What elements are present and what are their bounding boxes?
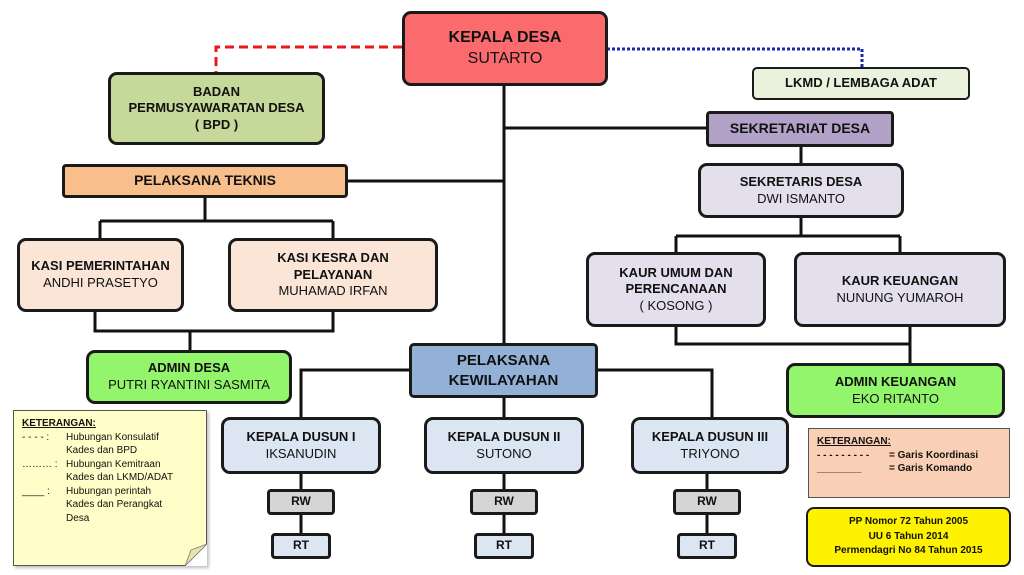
legend-left-text-3b: Kades dan Perangkat	[66, 499, 163, 510]
legend-left-key-2: ……… :	[22, 458, 58, 470]
legend-left-title: KETERANGAN:	[22, 418, 96, 429]
rt-2-box[interactable]: RT	[474, 533, 534, 559]
kepala-desa-box[interactable]: KEPALA DESA SUTARTO	[402, 11, 608, 86]
kasi-kesra-box[interactable]: KASI KESRA DAN PELAYANAN MUHAMAD IRFAN	[228, 238, 438, 312]
kepala-dusun-1-box[interactable]: KEPALA DUSUN I IKSANUDIN	[221, 417, 381, 474]
legend-right-item-2: ________ = Garis Komando	[817, 462, 1001, 476]
legend-left-key-1: - - - - :	[22, 431, 50, 443]
komando-lines	[93, 86, 912, 533]
sekretaris-title: SEKRETARIS DESA	[739, 173, 863, 189]
rw-1-box[interactable]: RW	[267, 489, 335, 515]
rw-2-box[interactable]: RW	[470, 489, 538, 515]
kaur-umum-box[interactable]: KAUR UMUM DAN PERENCANAAN ( KOSONG )	[586, 252, 766, 327]
legend-right-key-2: ________	[817, 463, 862, 474]
regulation-line2: UU 6 Tahun 2014	[868, 530, 949, 542]
pelaksana-teknis-box[interactable]: PELAKSANA TEKNIS	[62, 164, 348, 198]
pelaksana-teknis-label: PELAKSANA TEKNIS	[134, 172, 276, 189]
legend-left-text-1a: Hubungan Konsulatif	[66, 431, 159, 443]
page-curl-icon	[185, 544, 207, 566]
legend-left-text-1b: Kades dan BPD	[66, 445, 138, 456]
kepala-dusun-3-name: TRIYONO	[680, 445, 740, 461]
kepala-dusun-2-title: KEPALA DUSUN II	[447, 428, 561, 444]
legend-left: KETERANGAN: - - - - : Hubungan Konsulati…	[13, 410, 207, 566]
pelaksana-kewilayahan-line1: PELAKSANA	[456, 352, 551, 370]
admin-desa-title: ADMIN DESA	[147, 360, 231, 376]
legend-right-item-1: - - - - - - - - - = Garis Koordinasi	[817, 449, 1001, 463]
rt-2-label: RT	[496, 538, 512, 553]
kasi-pemerintahan-title: KASI PEMERINTAHAN	[31, 258, 170, 274]
legend-right-label-2: = Garis Komando	[889, 463, 973, 474]
legend-left-key-3: ____ :	[22, 485, 50, 497]
kepala-dusun-1-name: IKSANUDIN	[265, 445, 337, 461]
kepala-dusun-3-box[interactable]: KEPALA DUSUN III TRIYONO	[631, 417, 789, 474]
rt-1-label: RT	[293, 538, 309, 553]
admin-desa-box[interactable]: ADMIN DESA PUTRI RYANTINI SASMITA	[86, 350, 292, 404]
bpd-line3: ( BPD )	[194, 116, 239, 132]
kepala-dusun-2-box[interactable]: KEPALA DUSUN II SUTONO	[424, 417, 584, 474]
kepala-dusun-1-title: KEPALA DUSUN I	[246, 428, 356, 444]
kemitraan-line	[607, 47, 864, 67]
lkmd-label: LKMD / LEMBAGA ADAT	[785, 75, 937, 91]
kaur-keuangan-name: NUNUNG YUMAROH	[836, 289, 964, 305]
legend-left-text-2a: Hubungan Kemitraan	[66, 458, 161, 470]
legend-right: KETERANGAN: - - - - - - - - - = Garis Ko…	[808, 428, 1010, 498]
legend-right-key-1: - - - - - - - - -	[817, 449, 870, 461]
bpd-box[interactable]: BADAN PERMUSYAWARATAN DESA ( BPD )	[108, 72, 325, 145]
regulation-line3: Permendagri No 84 Tahun 2015	[834, 545, 983, 557]
legend-right-label-1: = Garis Koordinasi	[889, 449, 979, 461]
admin-keuangan-name: EKO RITANTO	[852, 390, 939, 406]
kasi-kesra-name: MUHAMAD IRFAN	[278, 283, 388, 299]
kepala-desa-title: KEPALA DESA	[448, 29, 562, 47]
kaur-keuangan-title: KAUR KEUANGAN	[841, 272, 959, 288]
bpd-line1: BADAN	[193, 83, 240, 99]
legend-left-text-2b: Kades dan LKMD/ADAT	[66, 472, 174, 483]
kasi-pemerintahan-name: ANDHI PRASETYO	[43, 275, 158, 290]
konsultatif-line	[214, 45, 402, 72]
kepala-desa-name: SUTARTO	[467, 49, 543, 67]
regulation-line1: PP Nomor 72 Tahun 2005	[848, 516, 969, 528]
rt-3-box[interactable]: RT	[677, 533, 737, 559]
kaur-umum-title2: PERENCANAAN	[625, 281, 727, 297]
admin-desa-name: PUTRI RYANTINI SASMITA	[108, 377, 270, 392]
sekretaris-box[interactable]: SEKRETARIS DESA DWI ISMANTO	[698, 163, 904, 218]
admin-keuangan-box[interactable]: ADMIN KEUANGAN EKO RITANTO	[786, 363, 1005, 418]
sekretariat-box[interactable]: SEKRETARIAT DESA	[706, 111, 894, 147]
kaur-keuangan-box[interactable]: KAUR KEUANGAN NUNUNG YUMAROH	[794, 252, 1006, 327]
kepala-dusun-2-name: SUTONO	[476, 445, 532, 461]
legend-right-title: KETERANGAN:	[817, 436, 891, 447]
rw-3-label: RW	[697, 494, 717, 509]
admin-keuangan-title: ADMIN KEUANGAN	[834, 373, 957, 389]
rt-1-box[interactable]: RT	[271, 533, 331, 559]
sekretariat-label: SEKRETARIAT DESA	[729, 120, 871, 137]
rt-3-label: RT	[699, 538, 715, 553]
kaur-umum-title1: KAUR UMUM DAN	[619, 264, 733, 280]
pelaksana-kewilayahan-line2: KEWILAYAHAN	[448, 371, 559, 389]
rw-1-label: RW	[291, 494, 311, 509]
bpd-line2: PERMUSYAWARATAN DESA	[128, 100, 305, 116]
kasi-kesra-title2: PELAYANAN	[293, 266, 373, 282]
regulation-box: PP Nomor 72 Tahun 2005 UU 6 Tahun 2014 P…	[806, 507, 1011, 567]
kaur-umum-name: ( KOSONG )	[639, 297, 713, 313]
rw-2-label: RW	[494, 494, 514, 509]
kepala-dusun-3-title: KEPALA DUSUN III	[651, 428, 769, 444]
sekretaris-name: DWI ISMANTO	[757, 190, 845, 206]
legend-left-text-3a: Hubungan perintah	[66, 485, 152, 497]
rw-3-box[interactable]: RW	[673, 489, 741, 515]
kasi-pemerintahan-box[interactable]: KASI PEMERINTAHAN ANDHI PRASETYO	[17, 238, 184, 312]
pelaksana-kewilayahan-box[interactable]: PELAKSANA KEWILAYAHAN	[409, 343, 598, 398]
lkmd-box[interactable]: LKMD / LEMBAGA ADAT	[752, 67, 970, 100]
legend-left-text-3c: Desa	[66, 512, 90, 524]
kasi-kesra-title1: KASI KESRA DAN	[277, 250, 389, 266]
